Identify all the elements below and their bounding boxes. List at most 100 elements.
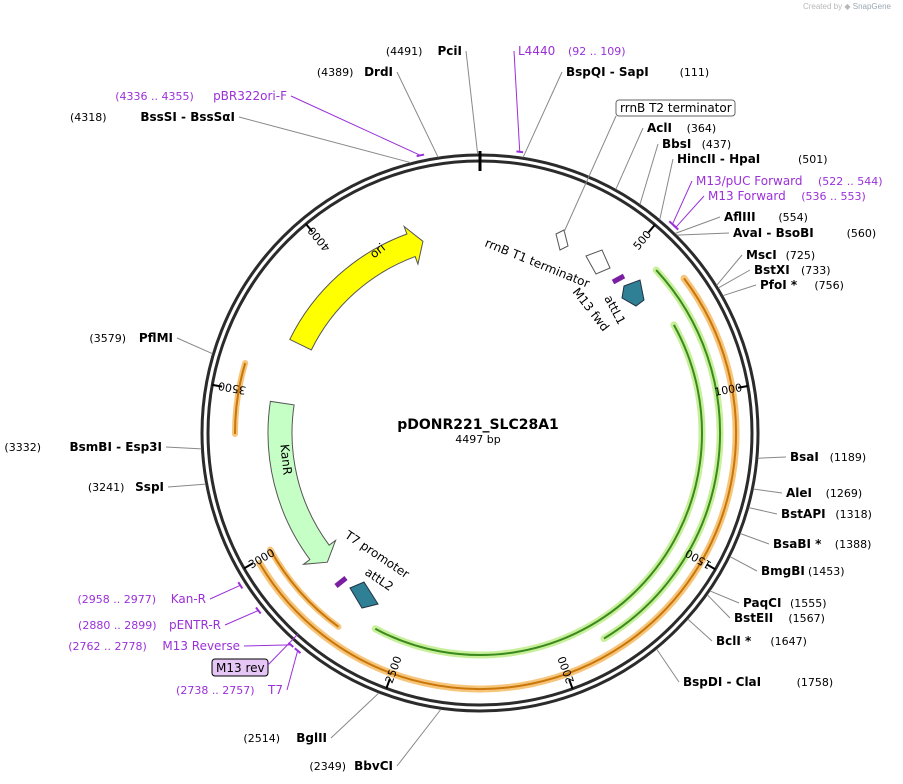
primer-name: M13 Reverse [162, 639, 240, 653]
plasmid-size: 4497 bp [455, 433, 500, 446]
site-label: MscI(725) [746, 248, 815, 262]
feature-arcs [232, 225, 740, 693]
site-label: AleI(1269) [786, 486, 862, 500]
ruler-tick [706, 563, 716, 571]
primer-range: (2880 .. 2899) [78, 619, 157, 632]
feature-label-terminator: rrnB T1 terminator [483, 236, 592, 291]
snapgene-credit: Created by ◆ SnapGene [803, 2, 891, 11]
attl1-arrow [621, 279, 645, 307]
site-label: PciI(4491) [386, 44, 462, 58]
site-label: BclI * (1647) [716, 634, 807, 648]
site-position: (4389) [317, 66, 354, 79]
ruler-tick [212, 383, 223, 388]
site-label: BspDI - ClaI(1758) [683, 675, 833, 689]
feature-label-small-primer: M13 fwd [570, 285, 612, 334]
primer-leader-line [224, 610, 259, 626]
site-position: (3332) [4, 441, 41, 454]
rrnb-t2-leader [563, 115, 617, 233]
primer-label: M13 Forward(536 .. 553) [708, 189, 866, 203]
site-position: (3241) [88, 481, 125, 494]
site-name: BglII [296, 731, 327, 745]
primer-mark [255, 606, 262, 615]
site-label: BbsI(437) [662, 137, 731, 151]
ruler-tick [568, 679, 574, 690]
kanr-feature-arrow [267, 400, 337, 565]
site-position: (2514) [243, 732, 280, 745]
site-label: BmgBI(1453) [761, 564, 845, 578]
site-name: BstAPI [781, 507, 826, 521]
site-leader-line [748, 507, 778, 515]
site-position: (1647) [770, 635, 807, 648]
ruler-tick [737, 385, 749, 389]
site-position: (1567) [788, 612, 825, 625]
attl2-arrow [349, 581, 379, 609]
site-name: BsaBI * [773, 537, 822, 551]
ruler-tick [385, 678, 391, 689]
site-leader-line [615, 127, 644, 190]
site-name: BmgBI [761, 564, 805, 578]
site-position: (4491) [386, 45, 423, 58]
site-name: DrdI [364, 65, 393, 79]
site-leader-line [722, 284, 757, 297]
site-leader-line [709, 590, 740, 604]
site-name: BsmBI - Esp3I [70, 440, 162, 454]
site-label: PflMI(3579) [89, 331, 173, 345]
ruler-tick-label: 500 [631, 228, 654, 252]
primer-name: pENTR-R [169, 618, 221, 632]
site-label: BspQI - SapI(111) [566, 65, 709, 79]
primer-range: (2762 .. 2778) [68, 640, 147, 653]
site-position: (1453) [808, 565, 845, 578]
site-label: HincII - HpaI(501) [677, 152, 828, 166]
orf-left-arc-line [234, 362, 247, 434]
site-label: SspI(3241) [88, 480, 164, 494]
primer-label: L4440(92 .. 109) [518, 44, 626, 58]
site-label: BstEII(1567) [734, 611, 825, 625]
site-leader-line [167, 483, 206, 488]
primer-mark [294, 647, 302, 654]
primer-range: (4336 .. 4355) [115, 90, 194, 103]
rrnb-t2-label: rrnB T2 terminator [620, 101, 732, 115]
site-leader-line [396, 71, 439, 158]
primer-leader-line [286, 650, 299, 691]
site-label: BstXI(733) [754, 263, 831, 277]
site-name: BspQI - SapI [566, 65, 649, 79]
primer-label: M13 Reverse (2762 .. 2778) [68, 639, 240, 653]
m13-rev-label: M13 rev [216, 661, 265, 675]
site-name: AvaI - BsoBI [733, 226, 814, 240]
site-name: HincII - HpaI [677, 152, 760, 166]
primer-labels: L4440(92 .. 109)pBR322ori-F(4336 .. 4355… [68, 44, 882, 697]
primer-name: M13 Forward [708, 189, 786, 203]
site-leader-line [330, 692, 380, 739]
primer-mark [416, 153, 425, 158]
site-name: BclI * [716, 634, 752, 648]
primer-leader-line [672, 180, 693, 225]
site-leader-line [706, 594, 731, 619]
site-leader-line [753, 488, 783, 494]
site-label: BsmBI - Esp3I (3332) [4, 440, 162, 454]
primer-mark [672, 224, 679, 231]
site-label: BsaBI * (1388) [773, 537, 871, 551]
site-leader-line [165, 446, 202, 450]
site-label: PaqCI(1555) [743, 596, 827, 610]
site-position: (4318) [70, 111, 107, 124]
site-name: BspDI - ClaI [683, 675, 761, 689]
feature-label-kanr: KanR [277, 443, 294, 475]
m13-rev-leader [267, 633, 299, 666]
site-position: (1388) [835, 538, 872, 551]
orf-green-inner-arc-line [374, 324, 703, 656]
site-label: DrdI (4389) [317, 65, 393, 79]
site-leader-line [639, 143, 659, 205]
site-name: BbvCI [354, 759, 393, 773]
site-leader-line [238, 116, 412, 164]
site-position: (1269) [826, 487, 863, 500]
site-leader-line [716, 254, 743, 286]
site-leader-line [740, 533, 770, 545]
m13-fwd-mark [611, 273, 626, 285]
site-label: BbvCI (2349) [309, 759, 393, 773]
site-leader-line [659, 158, 674, 220]
site-position: (2349) [309, 760, 346, 773]
site-leader-line [396, 708, 442, 767]
site-label: AvaI - BsoBI(560) [733, 226, 876, 240]
site-name: BbsI [662, 137, 691, 151]
